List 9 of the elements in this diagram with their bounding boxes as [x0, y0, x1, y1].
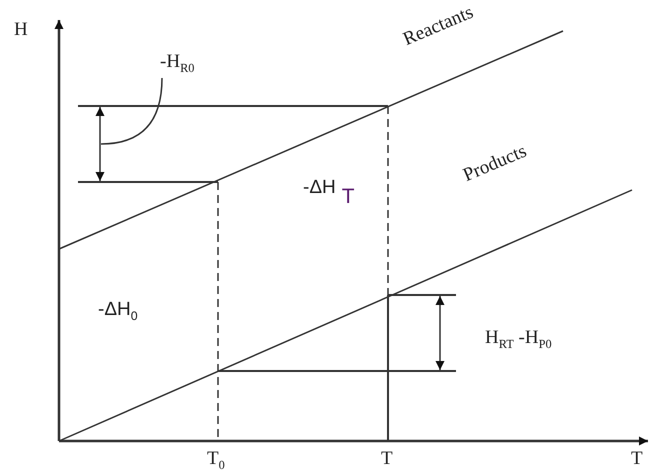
- quantity-label: -ΔH$_{0}$: [98, 300, 138, 322]
- axis-label: T: [631, 449, 643, 468]
- leader-line: [100, 78, 163, 145]
- axis-label: H: [14, 20, 28, 39]
- double-arrow: [96, 107, 104, 181]
- callout-text: -H$_{R0}$: [160, 52, 194, 74]
- tick-label: T: [381, 449, 393, 468]
- tick-label: T$_{0}$: [207, 449, 225, 472]
- quantity-label: H$_{RT}$ -H$_{P0}$: [485, 328, 552, 350]
